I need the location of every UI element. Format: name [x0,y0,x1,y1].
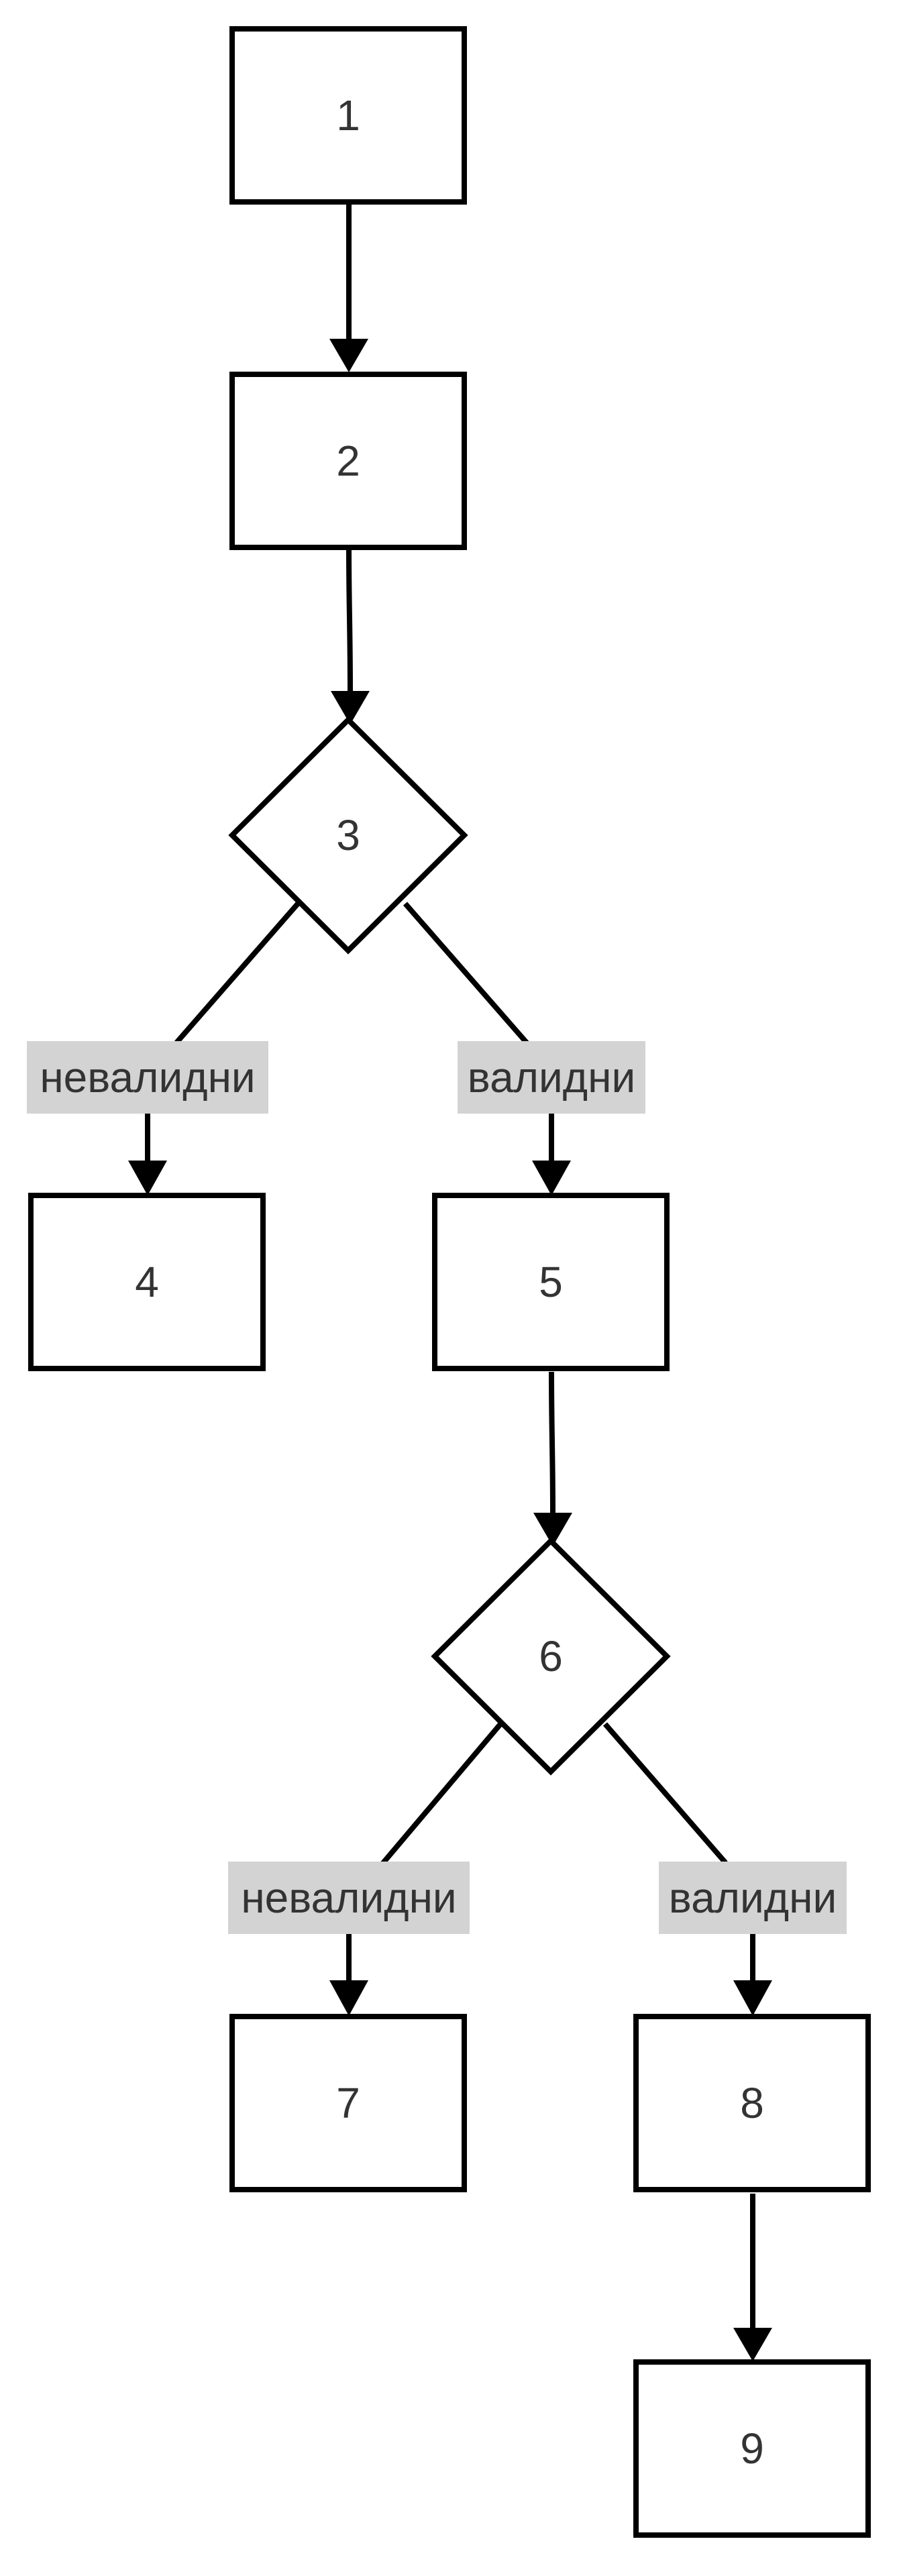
edge-6-to-7: невалидни [228,1722,503,2016]
node-9: 9 [633,2359,871,2538]
edge-label-invalid: невалидни [40,1053,255,1102]
process-box [633,2014,871,2192]
edge-3-to-4: невалидни [27,902,301,1195]
edge-label-invalid: невалидни [241,1874,456,1922]
node-4: 4 [28,1193,266,1371]
edge-line [346,1722,503,1980]
edge-3-to-5: валидни [403,902,645,1195]
edge-1-to-2 [329,205,368,372]
arrowhead-icon [733,1980,772,2016]
edge-label-background [659,1862,847,1934]
edge-5-to-6 [533,1371,572,1546]
node-label: 4 [135,1258,159,1306]
node-8: 8 [633,2014,871,2192]
node-label: 3 [336,811,360,859]
node-label: 2 [336,437,360,485]
edges: невалидни валидни невалидни валидни [27,205,847,2361]
node-label: 9 [740,2424,764,2473]
edge-line [549,1371,555,1513]
edge-label-background [228,1862,470,1934]
process-box [633,2359,871,2538]
edge-6-to-8: валидни [602,1722,847,2016]
node-label: 6 [539,1632,563,1680]
arrowhead-icon [329,339,368,372]
node-6: 6 [431,1537,671,1776]
node-label: 1 [336,91,360,140]
node-1: 1 [229,26,467,205]
edge-line [346,549,353,692]
arrowhead-icon [532,1161,571,1195]
edge-label-background [27,1041,268,1114]
process-box [229,372,467,550]
edge-2-to-3 [331,549,370,724]
edge-8-to-9 [733,2194,772,2361]
arrowhead-icon [128,1161,167,1195]
arrowhead-icon [329,1980,368,2016]
edge-line [145,902,301,1161]
edge-label-background [458,1041,645,1114]
node-label: 5 [539,1258,563,1306]
node-7: 7 [229,2014,467,2192]
edge-label-valid: валидни [669,1874,837,1922]
decision-diamond [228,716,468,955]
process-box [229,26,467,205]
edge-label-valid: валидни [468,1053,635,1102]
edge-line [403,902,554,1161]
arrowhead-icon [533,1513,572,1546]
nodes: 1 2 3 4 5 6 7 8 [28,26,871,2538]
process-box [432,1193,670,1371]
process-box [229,2014,467,2192]
edge-line [602,1722,755,1980]
node-label: 7 [336,2079,360,2127]
arrowhead-icon [733,2328,772,2361]
node-label: 8 [740,2079,764,2127]
node-5: 5 [432,1193,670,1371]
arrowhead-icon [331,691,370,724]
decision-diamond [431,1537,671,1776]
node-3: 3 [228,716,468,955]
node-2: 2 [229,372,467,550]
process-box [28,1193,266,1371]
